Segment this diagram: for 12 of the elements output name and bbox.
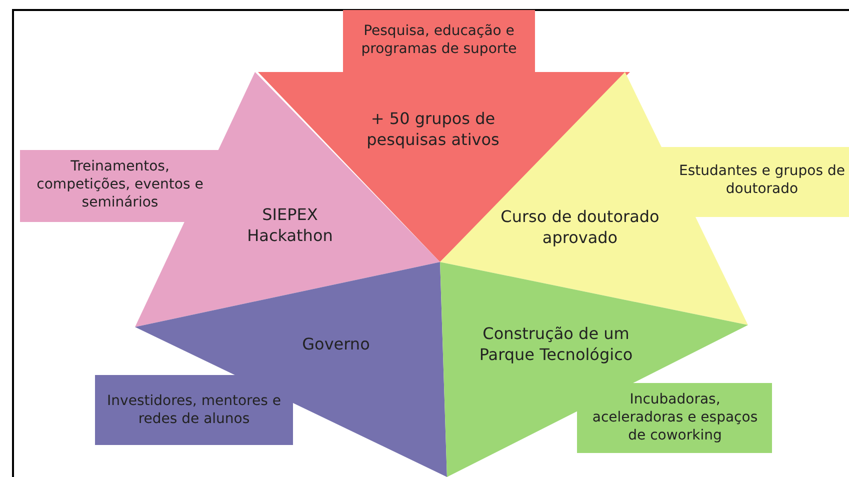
arrow-label: Governo — [301, 334, 371, 356]
arrow-shape — [95, 262, 447, 477]
arrow-tail-label: Estudantes e grupos de doutorado — [678, 162, 846, 198]
arrow-label: SIEPEX Hackathon — [246, 205, 334, 247]
arrow-tail-label: Investidores, mentores e redes de alunos — [106, 392, 282, 428]
arrow-tail-label: Incubadoras, aceleradoras e espaços de coworking — [591, 390, 759, 446]
arrow-tail-label: Pesquisa, educação e programas de suporte — [360, 22, 518, 58]
arrow-label: Curso de doutorado aprovado — [500, 207, 660, 249]
arrow-shape — [440, 262, 772, 477]
arrow-tail-label: Treinamentos, competições, eventos e seminários — [36, 158, 204, 212]
arrow-label: Construção de um Parque Tecnológico — [478, 324, 634, 366]
arrow-label: + 50 grupos de pesquisas ativos — [366, 109, 500, 151]
